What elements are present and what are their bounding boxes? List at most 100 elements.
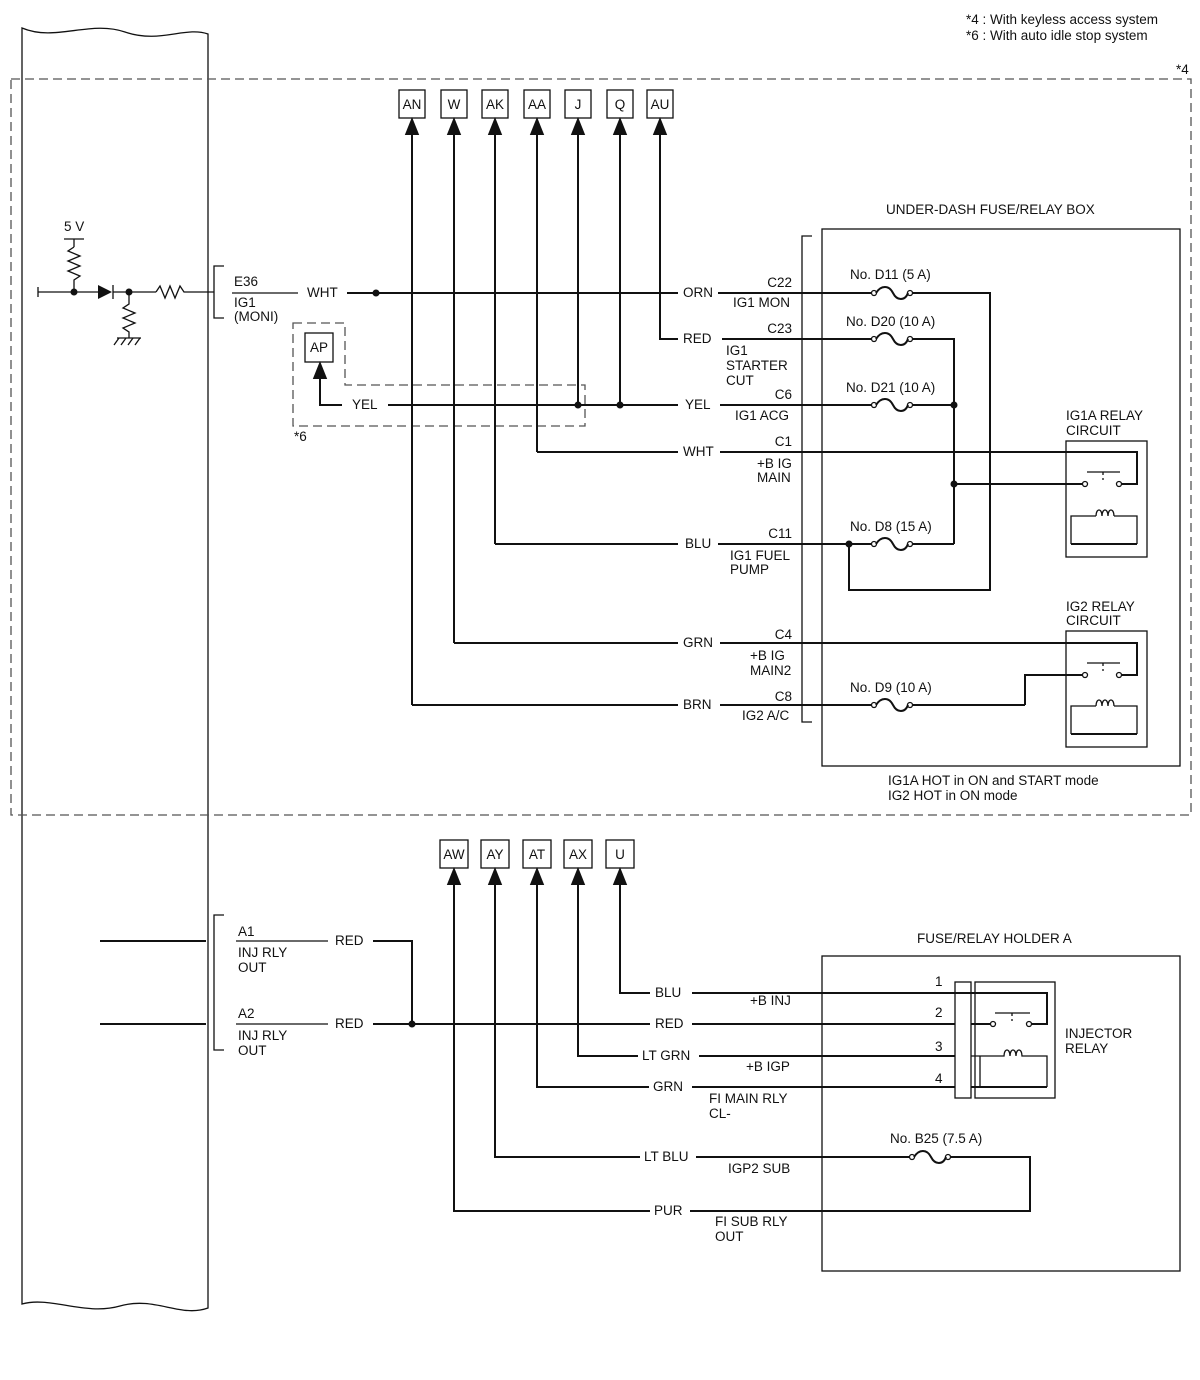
ig1a-relay-label-2: CIRCUIT	[1066, 423, 1121, 438]
under-dash-box	[821, 228, 1181, 767]
holder-blu-wire: BLU	[655, 985, 681, 1000]
c4-desc-1: +B IG	[750, 648, 785, 663]
fuse-b25	[822, 1150, 1031, 1212]
c1-wire-color: WHT	[683, 444, 714, 459]
c23-wire-color: RED	[683, 331, 712, 346]
c22-wire-color: ORN	[683, 285, 713, 300]
holder-a-box	[821, 955, 1181, 1272]
c11-desc-2: PUMP	[730, 562, 769, 577]
connector-j	[564, 89, 592, 119]
connector-aw-label: AW	[443, 847, 465, 862]
fuse-d20	[822, 332, 955, 405]
connector-u-label: U	[615, 847, 625, 862]
pin-3: 3	[935, 1039, 943, 1054]
note-keyless: *4 : With keyless access system	[966, 12, 1158, 27]
c6-desc: IG1 ACG	[735, 408, 789, 423]
connector-ax-label: AX	[569, 847, 587, 862]
c1-pin: C1	[775, 434, 792, 449]
fuse-b25-label: No. B25 (7.5 A)	[890, 1131, 982, 1146]
ig2-relay-label-2: CIRCUIT	[1066, 613, 1121, 628]
ig2-relay-label-1: IG2 RELAY	[1066, 599, 1135, 614]
fuse-d8	[822, 537, 954, 551]
c4-wire-color: GRN	[683, 635, 713, 650]
c11-wire-color: BLU	[685, 536, 711, 551]
injector-relay-box	[974, 981, 1056, 1099]
connector-ak-label: AK	[486, 97, 504, 112]
holder-ltblu-desc: IGP2 SUB	[728, 1161, 790, 1176]
connector-w	[440, 89, 468, 119]
connector-aa-label: AA	[528, 97, 546, 112]
c4-desc-2: MAIN2	[750, 663, 791, 678]
bottom-connector-group: AW AY AT AX U	[439, 839, 635, 869]
fuse-d8-label: No. D8 (15 A)	[850, 519, 932, 534]
a2-pin-label: A2	[238, 1006, 255, 1021]
fuse-d21	[822, 398, 954, 412]
fuse-d11-label: No. D11 (5 A)	[850, 267, 931, 282]
a1-desc-1: INJ RLY	[238, 945, 287, 960]
connector-au-label: AU	[651, 97, 670, 112]
keyless-option-region	[10, 78, 1192, 816]
connector-ay	[480, 839, 510, 869]
pin-2: 2	[935, 1005, 943, 1020]
a1-desc-2: OUT	[238, 960, 267, 975]
holder-grn-desc-1: FI MAIN RLY	[709, 1091, 788, 1106]
a2-desc-2: OUT	[238, 1043, 267, 1058]
connector-q-label: Q	[615, 97, 626, 112]
ig1a-relay-coil	[1070, 509, 1138, 544]
ap-wire-color: YEL	[352, 397, 378, 412]
ig2-relay-coil	[1070, 699, 1138, 734]
e36-pin-label: E36	[234, 274, 258, 289]
holder-blu-desc: +B INJ	[750, 993, 791, 1008]
holder-ltgrn-wire: LT GRN	[642, 1048, 690, 1063]
note-mark-4: *4	[1176, 62, 1189, 77]
under-dash-connector-bracket	[801, 235, 812, 723]
a2-desc-1: INJ RLY	[238, 1028, 287, 1043]
holder-ltgrn-desc: +B IGP	[746, 1059, 790, 1074]
holder-red-wire: RED	[655, 1016, 684, 1031]
diode-icon	[98, 285, 112, 299]
holder-pur-desc-2: OUT	[715, 1229, 744, 1244]
a1-pin-label: A1	[238, 924, 255, 939]
c23-desc-2: STARTER	[726, 358, 788, 373]
pin-4: 4	[935, 1071, 943, 1086]
ig2-relay-box	[1065, 630, 1148, 748]
c1-desc-1: +B IG	[757, 456, 792, 471]
injector-relay-connector	[954, 981, 972, 1099]
c23-desc-1: IG1	[726, 343, 748, 358]
top-connector-group: AN W AK AA J Q AU	[398, 89, 674, 119]
injector-relay-label-1: INJECTOR	[1065, 1026, 1133, 1041]
ecm-module-outline	[21, 27, 209, 1312]
injector-relay-coil	[971, 1049, 1048, 1087]
e36-desc-2: (MONI)	[234, 309, 278, 324]
c11-desc-1: IG1 FUEL	[730, 548, 791, 563]
note-mark-6: *6	[294, 429, 307, 444]
pin-1: 1	[935, 974, 943, 989]
pulldown-resistor	[121, 292, 137, 338]
connector-j-label: J	[575, 97, 582, 112]
fuse-d11	[822, 286, 991, 591]
holder-ltblu-wire: LT BLU	[644, 1149, 689, 1164]
c8-pin: C8	[775, 689, 792, 704]
connector-ap	[304, 332, 334, 363]
holder-pur-desc-1: FI SUB RLY	[715, 1214, 788, 1229]
fuse-d21-label: No. D21 (10 A)	[846, 380, 935, 395]
c6-wire-color: YEL	[685, 397, 711, 412]
c4-pin: C4	[775, 627, 793, 642]
connector-ay-label: AY	[486, 847, 503, 862]
connector-an-label: AN	[403, 97, 422, 112]
connector-au	[646, 89, 674, 119]
c22-pin: C22	[767, 275, 792, 290]
a2-wire-color: RED	[335, 1016, 364, 1031]
ig1a-relay-box	[1065, 440, 1148, 558]
note-idle-stop: *6 : With auto idle stop system	[966, 28, 1148, 43]
c8-desc: IG2 A/C	[742, 708, 790, 723]
connector-aw	[439, 839, 469, 869]
connector-u	[605, 839, 635, 869]
c11-pin: C11	[768, 526, 792, 541]
connector-w-label: W	[448, 97, 461, 112]
c6-pin: C6	[775, 387, 792, 402]
fuse-d9	[822, 698, 1025, 712]
connector-at	[522, 839, 552, 869]
e36-desc-1: IG1	[234, 295, 256, 310]
